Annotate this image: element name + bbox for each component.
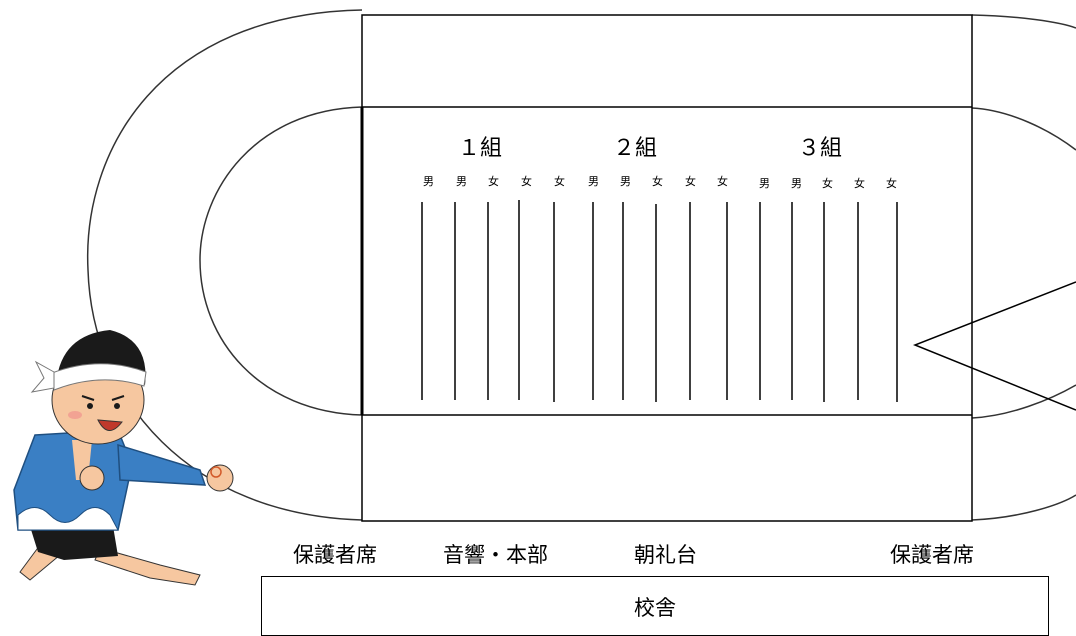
festival-boy-illustration [13,330,234,586]
school-building-label: 校舎 [634,596,676,620]
track-outer-left [86,9,363,521]
track-inner-left [199,106,363,416]
gender-label: 男 [620,175,631,188]
gender-label: 女 [521,175,532,188]
track-inner-right [971,107,1076,151]
gender-label: 女 [488,175,499,188]
gender-label: 男 [759,177,770,190]
field-outer-rect [361,14,973,522]
gender-label: 女 [854,177,865,190]
speech-bubble [912,281,1076,411]
gender-label: 男 [588,175,599,188]
gender-label: 女 [717,175,728,188]
gender-label: 女 [652,175,663,188]
guardian-seats-right-label: 保護者席 [890,543,974,567]
gender-label: 男 [456,175,467,188]
group-label-3: ３組 [798,136,843,161]
gender-label: 男 [791,177,802,190]
gender-label: 男 [423,175,434,188]
gender-label: 女 [554,175,565,188]
group-label-2: ２組 [613,136,658,161]
gender-label: 女 [822,177,833,190]
guardian-seats-left-label: 保護者席 [293,543,377,567]
row-lines [421,200,898,402]
field-diagram [13,9,1076,586]
group-label-1: １組 [458,136,503,161]
track-inner-right-bottom [971,384,1076,419]
podium-label: 朝礼台 [634,543,697,567]
track-outer-right-bottom [971,494,1076,521]
gender-label: 女 [685,175,696,188]
gender-label: 女 [886,177,897,190]
school-building: 校舎 [261,576,1049,636]
track-outer-right [971,14,1076,29]
sound-hq-label: 音響・本部 [443,543,548,567]
